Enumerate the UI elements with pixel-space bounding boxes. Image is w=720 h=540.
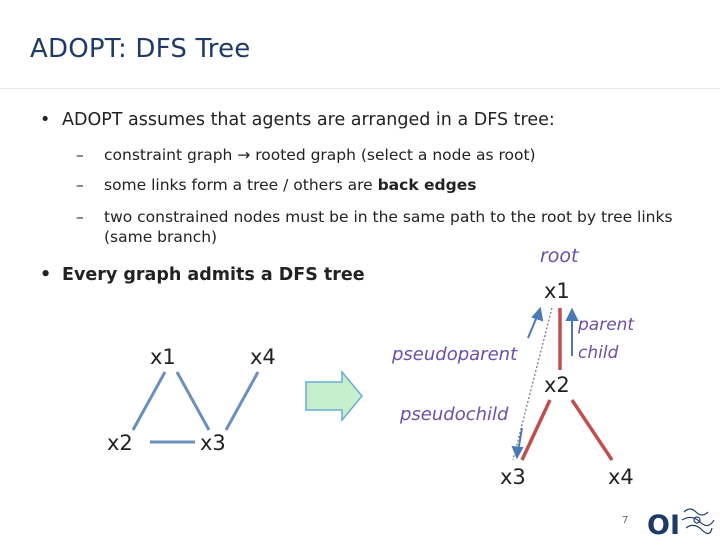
dash: – bbox=[76, 208, 84, 226]
institution-logo: OI bbox=[647, 508, 715, 540]
parent-arrowhead bbox=[565, 307, 579, 321]
edge-x1-x3 bbox=[175, 371, 211, 431]
bullet-dot: • bbox=[40, 265, 52, 285]
sub-bullet-text: constraint graph → rooted graph (select … bbox=[104, 146, 536, 164]
left-graph bbox=[131, 371, 260, 444]
page-number: 7 bbox=[622, 515, 629, 526]
tree-node-x2: x2 bbox=[544, 373, 570, 397]
title-divider bbox=[0, 88, 720, 89]
back-edges-bold: back edges bbox=[377, 176, 477, 194]
tree-edge-x2-x4 bbox=[570, 399, 614, 461]
bullet-adopt-assumption: • ADOPT assumes that agents are arranged … bbox=[40, 110, 555, 130]
root-label: root bbox=[540, 245, 580, 267]
left-node-x1: x1 bbox=[150, 345, 176, 369]
tree-node-x4: x4 bbox=[608, 465, 634, 489]
pseudochild-label: pseudochild bbox=[399, 404, 509, 425]
relationship-arrows bbox=[511, 306, 579, 460]
dash: – bbox=[76, 176, 84, 194]
parent-label: parent bbox=[577, 315, 635, 335]
pseudoparent-arrowhead bbox=[531, 306, 544, 322]
sub-bullet-back-edges: – some links form a tree / others are ba… bbox=[76, 175, 686, 195]
sub-bullet-constraint-graph: – constraint graph → rooted graph (selec… bbox=[76, 145, 686, 165]
left-node-x4: x4 bbox=[250, 345, 276, 369]
sub-bullet-text: some links form a tree / others are back… bbox=[104, 175, 686, 195]
bullet-dot: • bbox=[40, 110, 51, 130]
bullet-every-graph: • Every graph admits a DFS tree bbox=[40, 265, 365, 285]
left-node-x2: x2 bbox=[107, 431, 133, 455]
dash: – bbox=[76, 146, 84, 164]
logo-mark bbox=[681, 508, 715, 535]
left-node-x3: x3 bbox=[200, 431, 226, 455]
edge-x1-x2 bbox=[131, 371, 167, 431]
right-tree-edges bbox=[512, 307, 614, 461]
sub-bullet-text: two constrained nodes must be in the sam… bbox=[104, 208, 673, 246]
bullet-text: Every graph admits a DFS tree bbox=[62, 265, 365, 285]
pseudochild-arrowhead bbox=[511, 445, 524, 460]
sub-bullet-prefix: some links form a tree / others are bbox=[104, 176, 378, 194]
logo-text: OI bbox=[647, 510, 680, 540]
tree-node-x3: x3 bbox=[500, 465, 526, 489]
sub-bullet-same-branch: – two constrained nodes must be in the s… bbox=[76, 207, 686, 247]
bullet-text: ADOPT assumes that agents are arranged i… bbox=[62, 110, 555, 130]
slide-title: ADOPT: DFS Tree bbox=[30, 34, 251, 64]
pseudoparent-label: pseudoparent bbox=[391, 344, 518, 365]
edge-x3-x4 bbox=[224, 371, 260, 431]
tree-edge-x2-x3 bbox=[520, 399, 552, 461]
child-label: child bbox=[578, 343, 619, 363]
tree-node-x1: x1 bbox=[544, 279, 570, 303]
transform-arrow bbox=[305, 369, 363, 423]
